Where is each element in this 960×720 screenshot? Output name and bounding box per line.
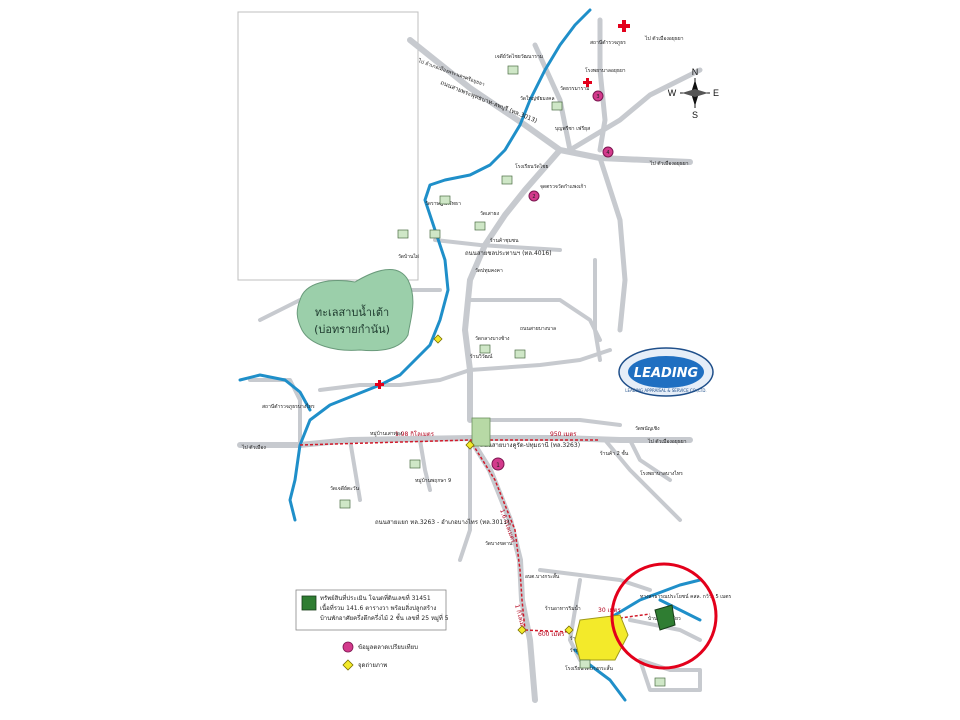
market-markers: 1 2 3 4 bbox=[491, 90, 614, 471]
temple-icon bbox=[479, 344, 491, 354]
place-label: ร้านค้าชุมชน bbox=[490, 237, 519, 244]
temple-icon bbox=[397, 229, 409, 239]
compass-rose-icon: N S W E bbox=[668, 67, 719, 120]
subject-property bbox=[654, 604, 676, 631]
place-label: วัดกลางบางช้าง bbox=[475, 335, 510, 342]
compass-e: E bbox=[713, 88, 719, 98]
legend-subject-line3: บ้านพักอาศัยครึ่งตึกครึ่งไม้ 2 ชั้น เลขท… bbox=[320, 612, 449, 622]
svg-text:4: 4 bbox=[606, 150, 609, 156]
temple-icon bbox=[501, 175, 513, 185]
compass-s: S bbox=[692, 110, 698, 120]
blank-frame bbox=[237, 11, 419, 281]
place-label: สถานีตำรวจภูธร bbox=[590, 39, 626, 46]
place-label: วัดเจดีย์ตะวัน bbox=[330, 485, 360, 492]
marker-2: 2 bbox=[528, 190, 540, 202]
place-label: โรงเรียนวัดไชย bbox=[515, 163, 549, 170]
marker-3: 3 bbox=[592, 90, 604, 102]
yellow-zone bbox=[574, 614, 629, 661]
place-label: วัดบ้านไผ่ bbox=[398, 253, 419, 260]
distance-label: 950 เมตร bbox=[550, 431, 577, 438]
temple-icon bbox=[507, 65, 519, 75]
direction-label: ไป ตัวเมืองอยุธยา bbox=[647, 438, 687, 445]
temple-icon bbox=[439, 195, 451, 205]
market-marker-icon bbox=[342, 641, 354, 653]
legend-subject-line2: เนื้อที่รวม 141.6 ตารางวา พร้อมสิ่งปลูกส… bbox=[320, 602, 436, 612]
place-label: อบต.บางกระสั้น bbox=[525, 571, 560, 580]
photo-point-icon bbox=[517, 625, 527, 635]
hospital-icons bbox=[375, 20, 630, 389]
place-label: วัดปทุมคงคา bbox=[475, 268, 503, 274]
place-label: จุดตรวจวัดกำแพงเก้า bbox=[540, 183, 586, 190]
subject-swatch-icon bbox=[301, 595, 317, 611]
lake bbox=[296, 268, 414, 352]
direction-label: ไป ตัวเมืองอยุธยา bbox=[644, 35, 684, 42]
place-label: วัดพนัญเชิง bbox=[635, 425, 660, 432]
place-label: ถนนสายบางบาล bbox=[520, 326, 556, 332]
road-label: ถนนสายชลประทานฯ (ทล.4016) bbox=[465, 250, 552, 257]
photo-point-icon bbox=[433, 334, 443, 344]
temple-icon bbox=[551, 101, 563, 111]
place-label: โรงพยาบาลอยุธยา bbox=[585, 67, 626, 74]
distance-label: 1.98 กิโลเมตร bbox=[395, 430, 435, 438]
road-label: ถนนสายบางคูรัด-ปทุมธานี (ทล.3263) bbox=[480, 441, 580, 449]
distance-label: 30 เมตร bbox=[598, 607, 621, 614]
temple-icon bbox=[474, 221, 486, 231]
place-label: หมู่บ้านพฤกษา 9 bbox=[415, 477, 451, 484]
place-label: สถานีตำรวจภูธรบางไทร bbox=[262, 403, 315, 410]
logo-tagline: LEADING APPRAISAL & SERVICE CO.,LTD. bbox=[625, 388, 706, 393]
hospital-cross-icon bbox=[375, 380, 384, 389]
distance-label: 600 เมตร bbox=[538, 631, 565, 638]
place-label: โรงพยาบาลบางไทร bbox=[640, 470, 683, 477]
place-label: วัดเสาธง bbox=[480, 211, 500, 217]
route-path bbox=[299, 439, 651, 633]
legend-photo-point: จุดถ่ายภาพ bbox=[358, 662, 387, 669]
place-label: เจดีย์วัดไชยวัฒนาราม bbox=[495, 53, 543, 60]
place-label: ร้านอาหารริมน้ำ bbox=[545, 603, 581, 612]
road-label: ทางสาธารณประโยชน์ คสล. กว้าง 5 เมตร bbox=[640, 593, 731, 600]
hospital-cross-icon bbox=[583, 78, 592, 87]
photo-points bbox=[433, 334, 574, 635]
direction-label: ไป ตัวเมืองอยุธยา bbox=[649, 160, 689, 167]
temple-icon bbox=[339, 499, 351, 509]
compass-w: W bbox=[668, 88, 677, 98]
building-icons bbox=[339, 65, 666, 687]
photo-point-icon bbox=[465, 440, 475, 450]
lake-subname: (บ่อทรายกำนัน) bbox=[314, 323, 390, 336]
legend-box bbox=[295, 589, 447, 631]
temple-icon bbox=[654, 677, 666, 687]
place-label: วัดบางขดาน bbox=[485, 541, 513, 547]
temple-icon bbox=[514, 349, 526, 359]
temple-icon bbox=[409, 459, 421, 469]
compass-n: N bbox=[692, 67, 699, 77]
place-label: หมู่บ้านเสาทอง bbox=[370, 430, 403, 437]
logo-brand: LEADING bbox=[634, 366, 699, 381]
svg-text:3: 3 bbox=[596, 94, 599, 100]
marker-4: 4 bbox=[602, 146, 614, 158]
temple-icon bbox=[579, 659, 591, 669]
place-label: วัดใหญ่ชัยมงคล bbox=[520, 95, 555, 102]
place-label: ร้านค้า 2 ชั้น bbox=[600, 448, 629, 457]
hospital-cross-icon bbox=[618, 20, 630, 32]
photo-point-icon bbox=[342, 659, 354, 671]
legend: ทรัพย์สินที่ประเมิน โฉนดที่ดินเลขที่ 314… bbox=[295, 589, 449, 671]
svg-text:2: 2 bbox=[532, 194, 535, 200]
road-label: ถนนสายแยก ทล.3263 - อำเภอบางไทร (ทล.3011… bbox=[375, 518, 509, 526]
legend-market-data: ข้อมูลตลาดเปรียบเทียบ bbox=[358, 643, 418, 651]
place-label: วัดธรรมาราม bbox=[560, 86, 589, 92]
place-label: ร้านวิวัฒน์ bbox=[470, 353, 493, 360]
lake-name: ทะเลสาบน้ำเต้า bbox=[315, 304, 389, 319]
legend-subject-line1: ทรัพย์สินที่ประเมิน โฉนดที่ดินเลขที่ 314… bbox=[320, 594, 431, 602]
svg-text:1: 1 bbox=[496, 462, 500, 469]
temple-icon bbox=[429, 229, 441, 239]
subject-highlight-circle bbox=[610, 562, 718, 670]
direction-label: ไป ตัวเมือง bbox=[241, 444, 266, 451]
photo-point-icon bbox=[564, 625, 574, 635]
place-label: บุญพรีชา เฟรียุส bbox=[555, 125, 590, 132]
marker-1: 1 bbox=[491, 457, 505, 471]
green-block bbox=[471, 417, 491, 447]
company-logo: LEADING LEADING APPRAISAL & SERVICE CO.,… bbox=[618, 347, 714, 397]
